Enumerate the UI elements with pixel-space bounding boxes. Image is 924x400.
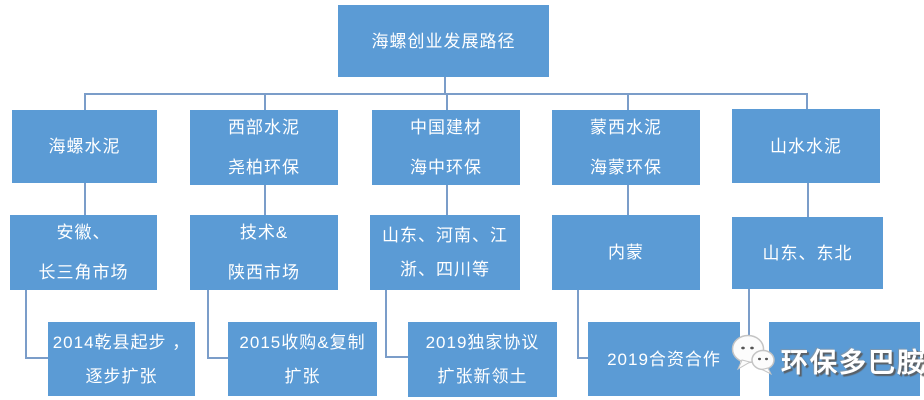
connector-stub-col2 <box>264 93 266 110</box>
node-label: 尧柏环保 <box>228 158 300 177</box>
node-label: 陕西市场 <box>228 263 300 282</box>
node-col3-milestone: 2019独家协议 扩张新领土 <box>408 322 557 397</box>
node-label: 技术& <box>239 223 289 242</box>
node-col4-market: 内蒙 <box>552 215 700 290</box>
connector-col1-row2 <box>84 183 86 215</box>
node-root-title: 海螺创业发展路径 <box>338 5 549 77</box>
node-col3-partner: 中国建材 海中环保 <box>372 110 520 185</box>
node-col4-milestone: 2019合资合作 <box>588 322 740 396</box>
node-label: 扩张新领土 <box>437 367 528 386</box>
watermark-label: 环保多巴胺 <box>781 348 924 378</box>
node-col5-market: 山东、东北 <box>732 217 883 289</box>
node-label: 山水水泥 <box>770 136 842 156</box>
connector-col3-row2 <box>446 185 448 215</box>
node-label: 海蒙环保 <box>590 158 662 177</box>
connector-col3-elbow-v <box>385 290 387 357</box>
connector-stub-col1 <box>84 93 86 110</box>
node-label: 2015收购&复制 <box>239 332 366 352</box>
node-label: 蒙西水泥 <box>590 118 662 137</box>
connector-col2-elbow-h <box>207 357 228 359</box>
node-label: 浙、四川等 <box>400 260 490 279</box>
connector-trunk <box>84 93 807 95</box>
node-label: 海螺创业发展路径 <box>371 31 516 51</box>
connector-stub-col5 <box>806 93 808 109</box>
node-col4-partner: 蒙西水泥 海蒙环保 <box>552 110 700 185</box>
connector-stub-col4 <box>627 93 629 110</box>
node-label: 2019独家协议 <box>425 333 540 352</box>
node-col1-milestone: 2014乾县起步 ， 逐步扩张 <box>48 322 195 396</box>
connector-col2-row2 <box>264 185 266 215</box>
node-label: 西部水泥 <box>228 118 300 137</box>
connector-col1-elbow-v <box>25 290 27 358</box>
connector-col5-elbow-v <box>748 289 750 358</box>
node-label: 2014乾县起步 ， <box>52 332 191 352</box>
node-col2-market: 技术& 陕西市场 <box>190 215 338 290</box>
node-label: 扩张 <box>284 366 321 386</box>
connector-col5-row2 <box>807 183 809 217</box>
node-label: 海螺水泥 <box>48 137 121 156</box>
node-col5-partner: 山水水泥 <box>732 109 880 183</box>
connector-col4-elbow-v <box>577 290 579 358</box>
connector-col4-elbow-h <box>577 357 588 359</box>
node-col1-partner: 海螺水泥 <box>12 110 157 183</box>
wechat-icon <box>731 334 775 376</box>
node-label: 中国建材 <box>410 118 482 137</box>
node-col2-milestone: 2015收购&复制 扩张 <box>228 322 377 396</box>
node-label: 2019合资合作 <box>607 349 721 369</box>
connector-root-stub <box>444 77 446 93</box>
node-col2-partner: 西部水泥 尧柏环保 <box>190 110 338 185</box>
connector-stub-col3 <box>446 93 448 110</box>
node-col1-market: 安徽、 长三角市场 <box>10 215 157 290</box>
node-label: 海中环保 <box>410 158 482 177</box>
node-label: 长三角市场 <box>38 263 129 282</box>
connector-col1-elbow-h <box>25 357 48 359</box>
connector-col2-elbow-v <box>207 290 209 358</box>
node-label: 逐步扩张 <box>85 366 158 386</box>
node-label: 安徽、 <box>56 223 111 242</box>
node-label: 山东、河南、江 <box>382 226 508 245</box>
connector-col3-elbow-h <box>385 356 408 358</box>
node-label: 山东、东北 <box>762 243 853 263</box>
node-label: 内蒙 <box>608 243 644 262</box>
connector-col4-row2 <box>627 185 629 215</box>
node-col3-market: 山东、河南、江 浙、四川等 <box>370 215 520 290</box>
node-col5-milestone <box>769 322 920 396</box>
